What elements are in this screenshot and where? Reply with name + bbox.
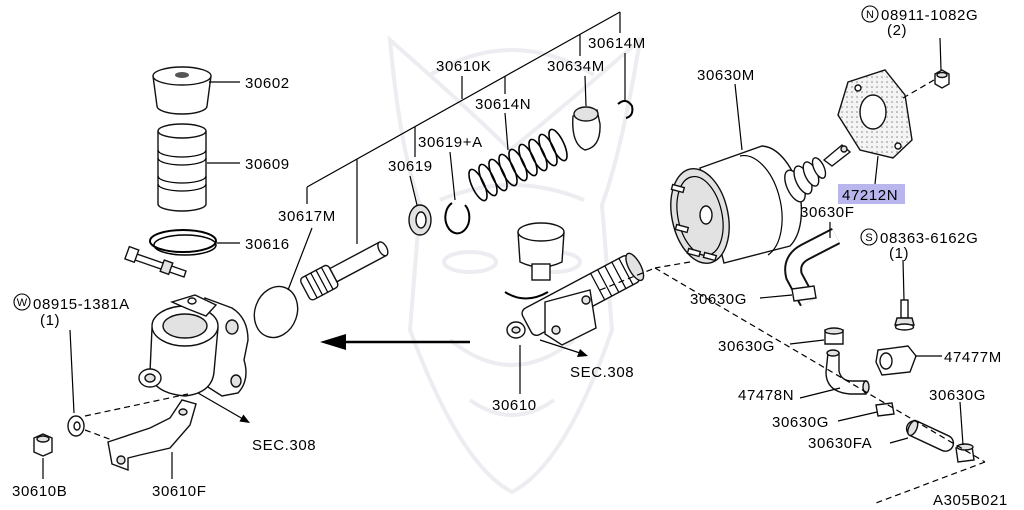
fastener-n-symbol: N	[866, 9, 874, 21]
fastener-w-symbol: W	[17, 297, 28, 309]
section-arrow-left	[197, 392, 250, 423]
part-30634M-cup	[572, 106, 601, 151]
part-30617M-seal	[253, 285, 299, 339]
dashed-link-left-2	[84, 429, 113, 441]
fastener-w-number: 08915-1381A	[33, 296, 130, 313]
leader-30630FA	[889, 437, 909, 444]
callout-30609: 30609	[245, 156, 290, 173]
section-arrow-center	[539, 339, 588, 357]
section-ref-left: SEC.308	[252, 437, 316, 454]
fastener-n: N 08911-1082G (2)	[861, 5, 978, 39]
direction-arrow	[320, 334, 470, 350]
nut-right	[934, 69, 950, 89]
callout-30614N: 30614N	[475, 96, 531, 113]
callout-30630M: 30630M	[697, 67, 755, 84]
part-30630FA-tube	[905, 419, 955, 452]
part-47212N-gasket	[837, 69, 913, 159]
callout-30614M: 30614M	[588, 35, 646, 52]
part-30609-reservoir	[157, 123, 207, 212]
clamp-30630G-2	[824, 327, 844, 345]
master-cylinder-left	[138, 294, 249, 397]
callout-30630G-1: 30630G	[690, 291, 747, 308]
callout-30630FA: 30630FA	[808, 435, 872, 452]
leader-fastener-s	[902, 259, 905, 301]
fastener-s-symbol: S	[865, 232, 872, 244]
leader-30630G-3	[837, 411, 878, 422]
leader-30630G-4	[959, 401, 964, 446]
fastener-n-symbol-circle	[861, 5, 879, 23]
dashed-links-booster	[599, 261, 986, 504]
callout-30610B: 30610B	[12, 483, 67, 500]
fastener-s: S 08363-6162G (1)	[860, 228, 978, 262]
highlight-box	[838, 184, 905, 204]
part-47477M-bracket	[875, 345, 917, 376]
section-ref-center: SEC.308	[570, 364, 634, 381]
callout-30630G-3: 30630G	[772, 414, 829, 431]
fastener-w: W 08915-1381A (1)	[13, 293, 130, 329]
fastener-s-number: 08363-6162G	[880, 230, 978, 247]
part-30610B-nut	[33, 433, 53, 457]
clamp-30630G-1	[791, 285, 817, 302]
brake-booster-30630M	[670, 144, 852, 265]
callout-30630F: 30630F	[800, 204, 854, 221]
callout-47477M: 47477M	[944, 349, 1002, 366]
part-30619-washer	[408, 204, 432, 236]
part-30610F-bracket	[107, 399, 197, 472]
part-30614N-spring	[468, 128, 568, 202]
fastener-s-symbol-circle	[860, 228, 878, 246]
fastener-s-qty: (1)	[889, 245, 909, 262]
leader-47478N	[799, 387, 841, 399]
callout-30602: 30602	[245, 75, 290, 92]
leader-30630G-2	[789, 339, 825, 345]
leader-47212N	[874, 155, 879, 185]
piston-assembly	[299, 241, 389, 301]
callout-30634M: 30634M	[547, 58, 605, 75]
bolt-right	[894, 299, 915, 331]
part-47478N-elbow	[825, 349, 870, 395]
dashed-link-nut	[902, 79, 935, 99]
callout-30630G-2: 30630G	[718, 338, 775, 355]
leader-fastener-w	[69, 329, 75, 414]
leader-group-30610K	[287, 11, 626, 291]
fastener-w-symbol-circle	[13, 293, 31, 311]
leader-30630G-1	[759, 294, 793, 299]
callout-47212N-highlighted: 47212N	[842, 187, 898, 204]
callout-30610F: 30610F	[152, 483, 206, 500]
callout-30616: 30616	[245, 236, 290, 253]
fastener-w-qty: (1)	[40, 312, 60, 329]
callout-30617M: 30617M	[278, 208, 336, 225]
callout-30630G-4: 30630G	[929, 387, 986, 404]
dashed-link-left	[84, 393, 189, 417]
part-30616-clamp	[124, 229, 217, 278]
callout-30610K: 30610K	[436, 58, 491, 75]
fastener-n-number: 08911-1082G	[881, 7, 978, 24]
clamp-30630G-3	[875, 402, 895, 417]
part-30614M-clip	[617, 100, 634, 119]
callout-30619A: 30619+A	[418, 134, 483, 151]
callout-30619: 30619	[388, 158, 433, 175]
leader-fastener-n	[939, 37, 942, 71]
callout-47478N: 47478N	[738, 387, 794, 404]
part-30630F-hose	[784, 228, 841, 307]
part-30619A-ring	[444, 202, 471, 235]
leader-30630M	[734, 83, 743, 151]
part-30602-cap	[152, 66, 212, 115]
callout-30610: 30610	[492, 397, 537, 414]
fastener-n-qty: (2)	[887, 22, 907, 39]
master-cylinder-30610	[504, 222, 645, 346]
callout-labels: 30602 30609 30616 30610B 30610F 30617M 3…	[12, 35, 1008, 509]
washer-left	[67, 415, 85, 437]
drawing-code: A305B021	[933, 492, 1008, 509]
